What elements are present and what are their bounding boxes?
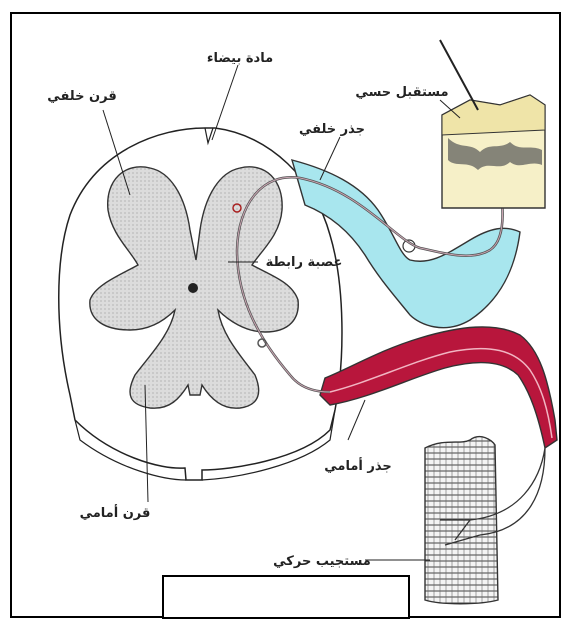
skin-surface [442, 95, 545, 135]
label-ventral-horn: قرن أمامي [80, 504, 151, 521]
label-dorsal-root: جذر خلفي [299, 122, 365, 137]
caption-box [162, 575, 410, 619]
label-motor-effector: مستجيب حركي [273, 554, 371, 569]
leader-ventral-root [348, 400, 365, 440]
label-interneuron: عصبة رابطة [266, 255, 343, 270]
leader-white-matter [212, 65, 238, 140]
label-dorsal-horn: قرن خلفي [47, 89, 116, 104]
skin-block [440, 40, 545, 208]
label-white-matter: مادة بيضاء [207, 51, 273, 66]
central-canal [188, 283, 198, 293]
label-sensory-receptor: مستقبل حسي [355, 85, 448, 100]
ventral-root [320, 327, 557, 448]
label-ventral-root: جذر أمامي [324, 457, 391, 474]
muscle-block [425, 437, 545, 604]
ventral-root-shape [320, 327, 557, 448]
